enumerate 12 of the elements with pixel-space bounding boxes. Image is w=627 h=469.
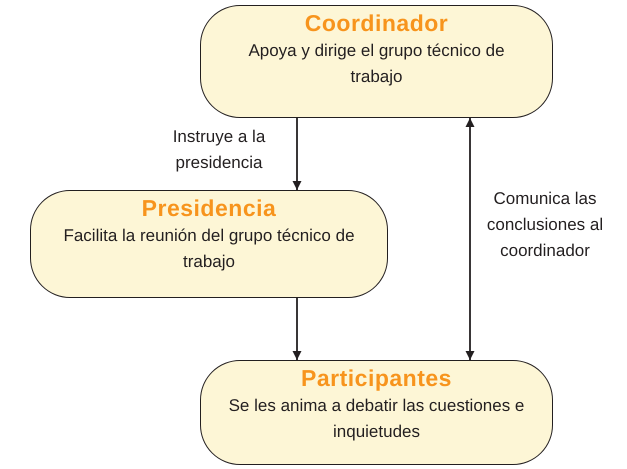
rounded-box <box>200 360 553 465</box>
box-description: Apoya y dirige el grupo técnico de trabajo <box>247 40 506 88</box>
arrow <box>466 118 474 360</box>
box-description: Se les anima a debatir las cuestiones e inquietudes <box>228 395 526 443</box>
arrow <box>292 118 302 190</box>
box-heading: Coordinador <box>304 10 448 36</box>
rounded-box <box>200 5 553 118</box>
box-heading: Presidencia <box>142 195 276 221</box>
rounded-box <box>30 190 388 298</box>
arrow <box>292 298 302 360</box>
box-heading: Participantes <box>301 365 452 391</box>
box-description: Facilita la reunión del grupo técnico de trabajo <box>62 225 356 273</box>
